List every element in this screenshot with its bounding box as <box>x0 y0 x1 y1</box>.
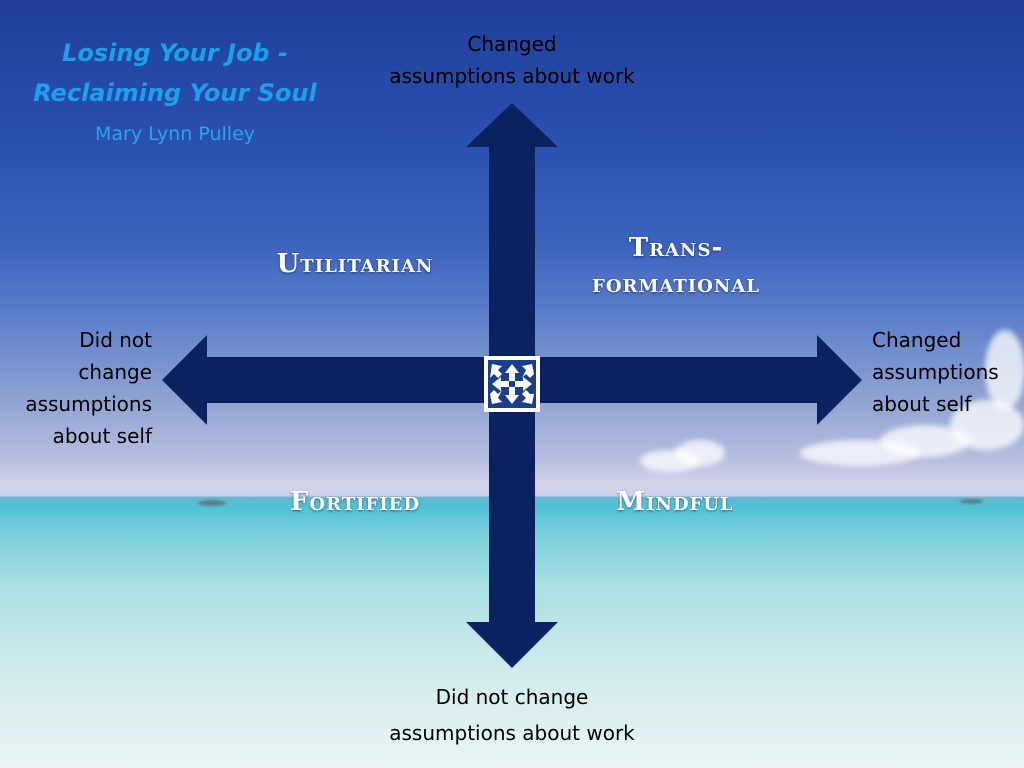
quadrant-transformational: Trans- formational <box>545 230 807 302</box>
quadrant-transformational-line2: formational <box>592 269 760 299</box>
right-axis-label-line1: Changed <box>872 328 962 352</box>
slide-title-line1: Losing Your Job - <box>62 39 288 67</box>
author-name: Mary Lynn Pulley <box>95 123 255 145</box>
bottom-axis-label: Did not change assumptions about work <box>362 679 662 751</box>
islet <box>198 500 226 506</box>
left-axis-label-line4: about self <box>52 424 152 448</box>
left-axis-label-line2: change <box>78 360 152 384</box>
left-axis-label-line3: assumptions <box>25 392 152 416</box>
right-axis-label: Changed assumptions about self <box>872 324 1022 420</box>
slide-title: Losing Your Job - Reclaiming Your Soul <box>10 33 340 113</box>
quadrant-mindful: Mindful <box>616 487 734 517</box>
compass-arrows-icon <box>484 356 540 412</box>
cloud <box>950 400 1024 450</box>
slide-title-line2: Reclaiming Your Soul <box>33 79 317 107</box>
bottom-axis-label-line2: assumptions about work <box>389 721 635 745</box>
top-axis-label-line1: Changed <box>467 32 557 56</box>
cloud <box>675 440 725 466</box>
islet <box>960 499 982 504</box>
right-axis-label-line2: assumptions <box>872 360 999 384</box>
quadrant-utilitarian: Utilitarian <box>276 249 434 279</box>
top-axis-label: Changed assumptions about work <box>362 28 662 92</box>
left-axis-label: Did not change assumptions about self <box>0 324 152 452</box>
cloud <box>985 330 1024 410</box>
bottom-axis-label-line1: Did not change <box>435 685 589 709</box>
quadrant-fortified: Fortified <box>289 487 421 517</box>
top-axis-label-line2: assumptions about work <box>389 64 635 88</box>
left-axis-label-line1: Did not <box>79 328 152 352</box>
right-axis-label-line3: about self <box>872 392 972 416</box>
quadrant-transformational-line1: Trans- <box>628 233 724 263</box>
